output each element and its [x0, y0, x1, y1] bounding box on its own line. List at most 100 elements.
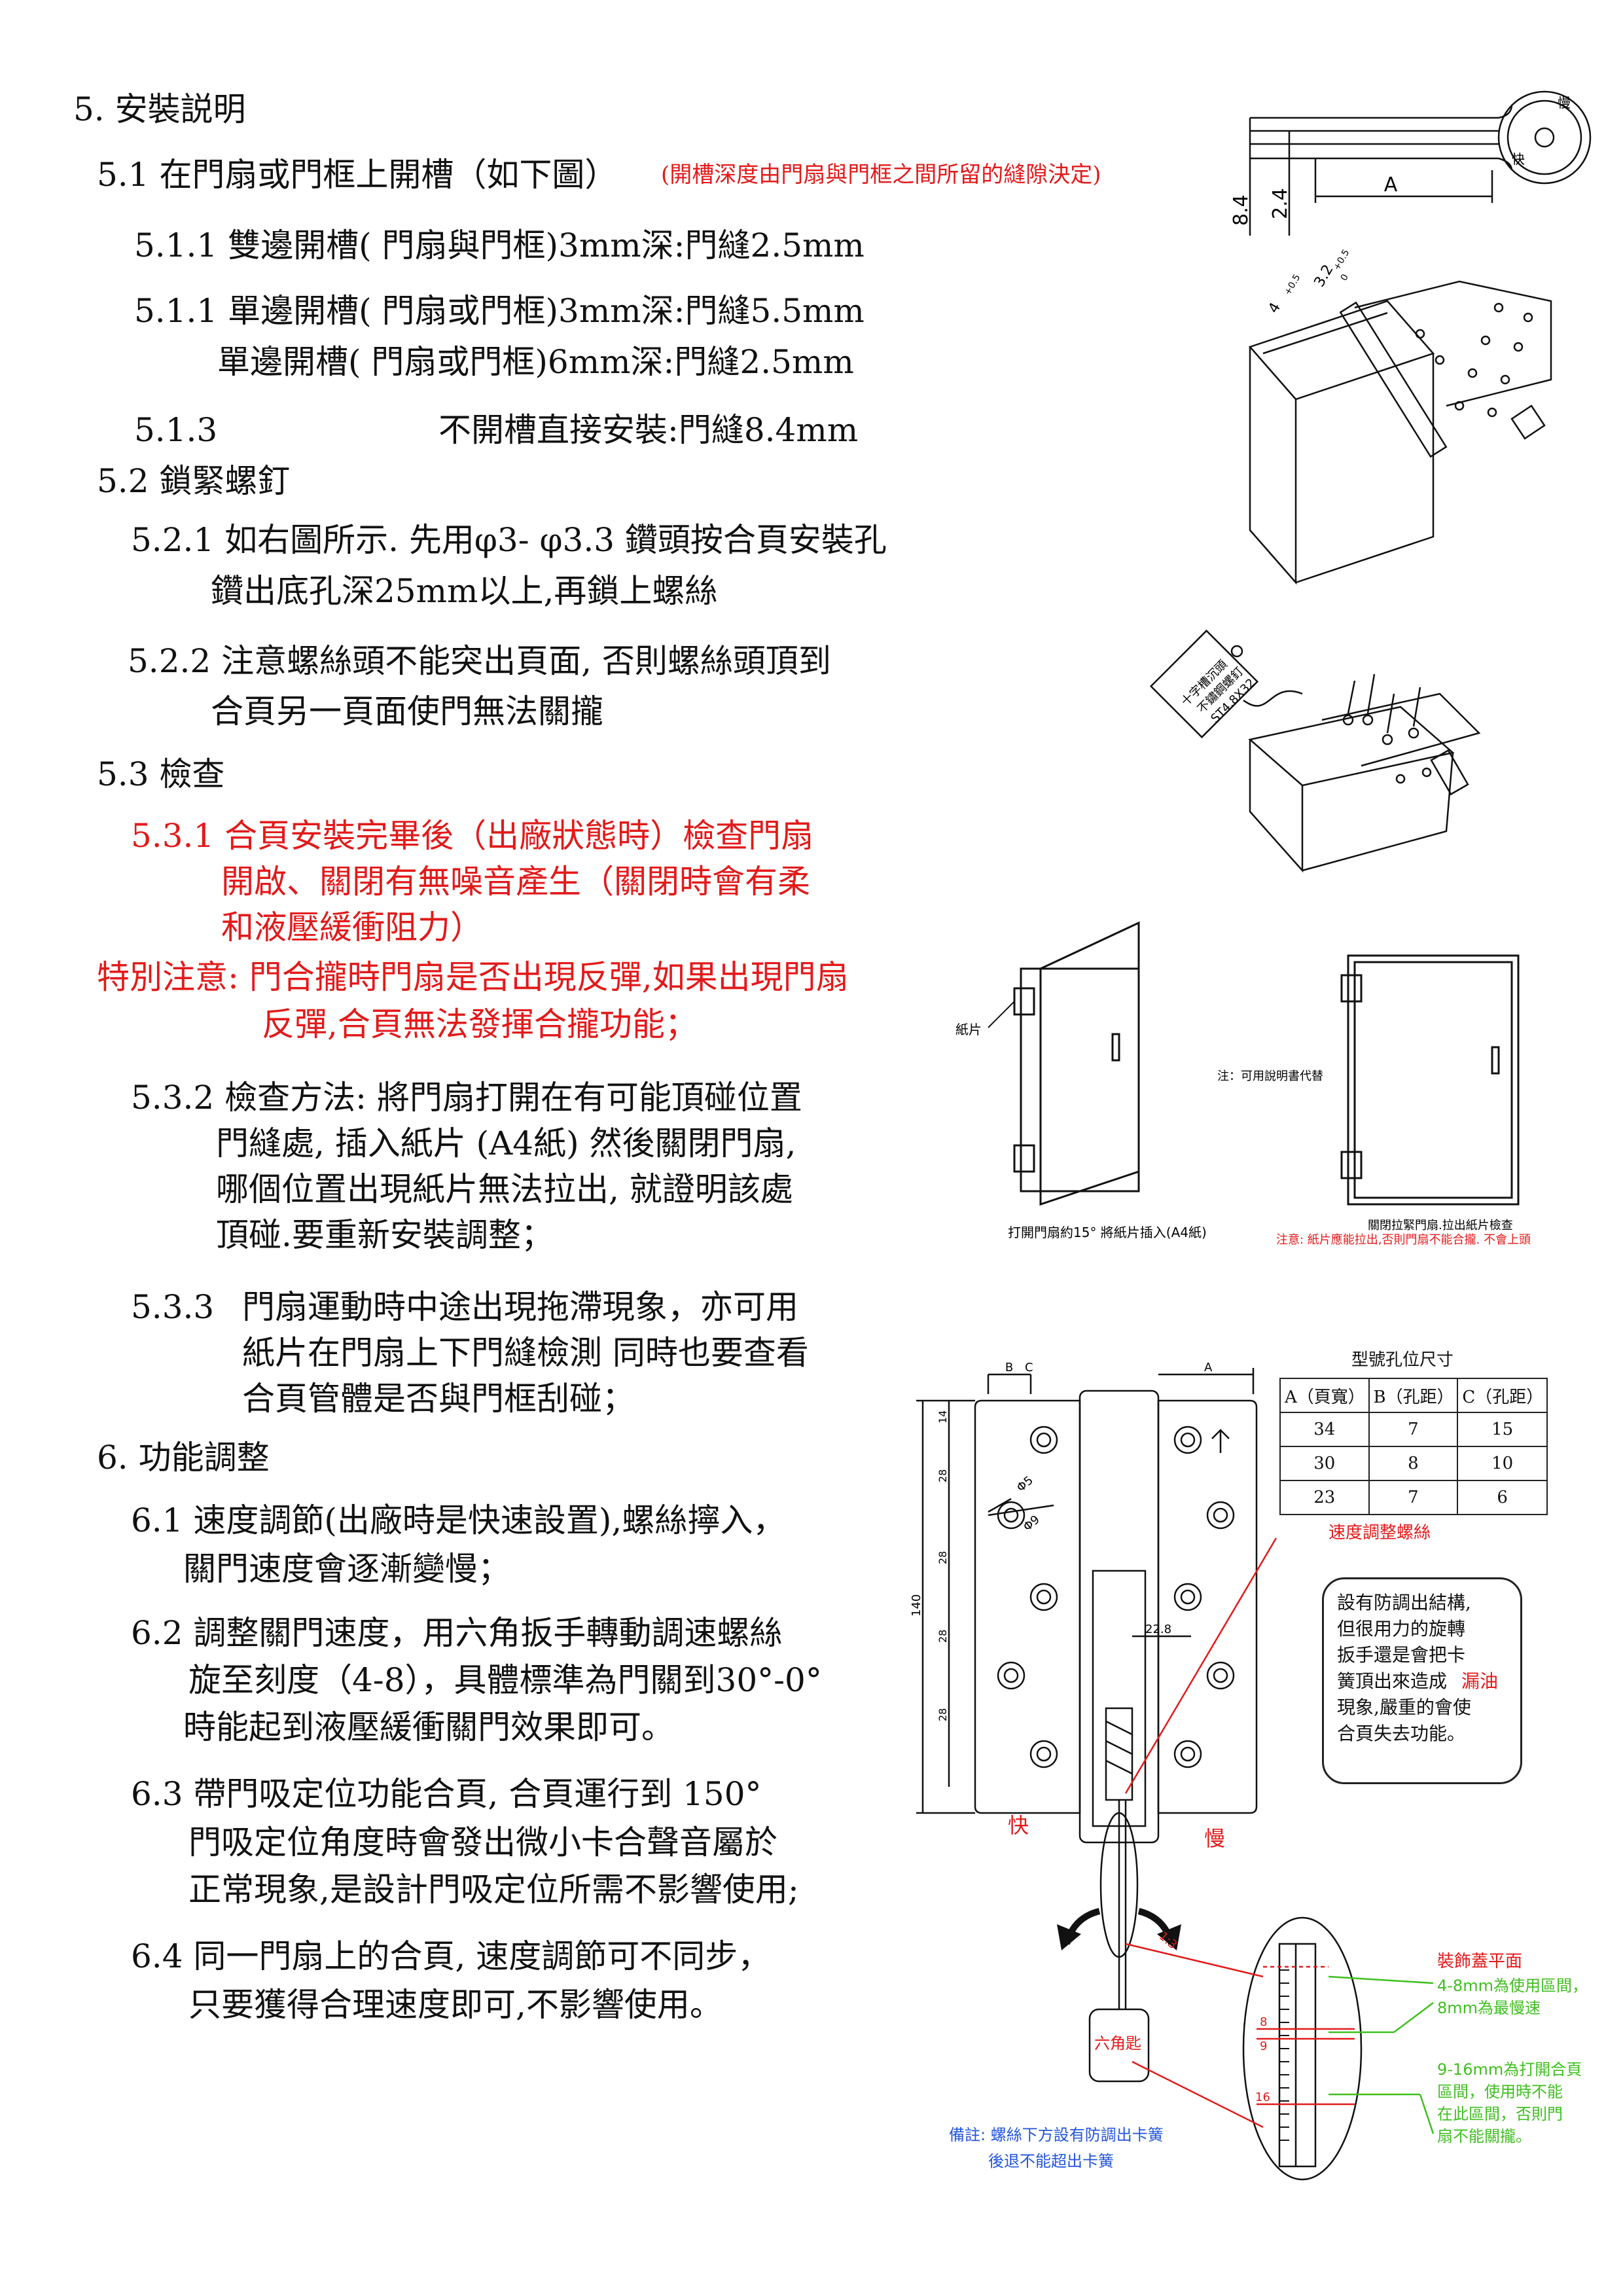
item-5-3-3-number: 5.3.3 [131, 1288, 215, 1326]
table-cell: 30 [1279, 1446, 1370, 1481]
item-6-4-line2: 只要獲得合理速度即可,不影響使用。 [188, 1986, 722, 2024]
use-range-line1: 4-8mm為使用區間， [1437, 1977, 1588, 1995]
use-range-line2: 8mm為最慢速 [1437, 1999, 1541, 2017]
dim-28: 28 [936, 1630, 949, 1643]
hinge-knuckle-dimension-figure: 慢 快 8.4 2.4 A [1230, 90, 1592, 236]
dim-4-plus: 4 [1266, 300, 1285, 316]
item-6-1-line1: 6.1 速度調節(出廠時是快速設置),螺絲擰入， [131, 1501, 786, 1539]
dim-140: 140 [910, 1594, 923, 1617]
table-row: 34 7 15 [1279, 1412, 1548, 1447]
bubble-line4-red: 漏油 [1461, 1670, 1499, 1692]
dim-fast-label: 快 [1512, 151, 1525, 167]
item-5-1-1-single-6mm: 單邊開槽( 門扇或門框)6mm深:門縫2.5mm [217, 343, 854, 381]
section-5-3-heading: 5.3 檢查 [97, 755, 225, 793]
table-cell: 23 [1279, 1480, 1370, 1515]
item-6-2-line3: 時能起到液壓緩衝關門效果即可。 [183, 1708, 674, 1746]
open-range-line1: 9-16mm為打開合頁 [1437, 2060, 1582, 2079]
open-range-line4: 扇不能關攏。 [1437, 2127, 1531, 2145]
middle-note: 注：可用說明書代替 [1217, 1069, 1323, 1083]
item-5-3-2-line3: 哪個位置出現紙片無法拉出, 就證明該處 [216, 1170, 793, 1208]
item-5-3-2-line2: 門縫處, 插入紙片 (A4紙) 然後關閉門扇, [216, 1124, 796, 1162]
dim-phi5: Φ5 [1014, 1473, 1036, 1495]
dim-2-4: 2.4 [1269, 188, 1292, 219]
table-cell: 7 [1368, 1412, 1459, 1447]
dim-28: 28 [936, 1469, 949, 1482]
item-5-3-1-line2: 開啟、關閉有無噪音產生（關閉時會有柔 [221, 863, 810, 901]
scale-8: 8 [1260, 2015, 1267, 2029]
bubble-line3: 扳手還是會把卡 [1337, 1644, 1466, 1666]
table-header: C（孔距） [1457, 1378, 1548, 1413]
bubble-line6: 合頁失去功能。 [1337, 1723, 1466, 1744]
item-5-1-3-text: 不開槽直接安裝:門縫8.4mm [438, 411, 859, 449]
dim-c: C [1025, 1361, 1033, 1374]
item-6-3-line2: 門吸定位角度時會發出微小卡合聲音屬於 [188, 1823, 777, 1861]
open-door-caption: 打開門扇約15° 將紙片插入(A4紙) [1008, 1225, 1207, 1240]
scale-9: 9 [1260, 2039, 1267, 2053]
table-cell: 8 [1368, 1446, 1459, 1481]
dim-28: 28 [936, 1708, 949, 1721]
dim-3-2-tol-plus: +0.5 [1332, 248, 1352, 272]
fast-label: 快 [1008, 1813, 1029, 1838]
scale-16: 16 [1255, 2090, 1270, 2104]
section-6-title: 6. 功能調整 [97, 1439, 270, 1477]
item-5-3-3-line1: 門扇運動時中途出現拖滯現象，亦可用 [242, 1288, 798, 1326]
item-6-4-line1: 6.4 同一門扇上的合頁, 速度調節可不同步， [131, 1937, 771, 1975]
table-cell: 7 [1368, 1480, 1459, 1515]
item-5-3-1-line1: 5.3.1 合頁安裝完畢後（出廠狀態時）檢查門扇 [131, 817, 814, 855]
item-5-3-3-line2: 紙片在門扇上下門縫檢測 同時也要查看 [242, 1334, 809, 1372]
table-header: A（頁寬） [1279, 1378, 1370, 1413]
screw-install-figure: 十字槽沉頭 不鏽鋼螺釘 ST4.8X32 [1149, 629, 1481, 873]
item-6-2-line2: 旋至刻度（4-8），具體標準為門關到30°-0° [188, 1661, 822, 1699]
hinge-slot-figure: 4 +0.5 3.2 +0.5 0 [1248, 248, 1552, 585]
note-line1: 備註: 螺絲下方設有防調出卡簧 [949, 2126, 1164, 2144]
table-cell: 10 [1457, 1446, 1548, 1481]
bubble-line4: 簧頂出來造成 [1337, 1670, 1448, 1692]
section-5-1-note: (開槽深度由門扇與門框之間所留的縫隙決定) [661, 162, 1101, 188]
bubble-line2: 但很用力的旋轉 [1337, 1618, 1466, 1640]
table-cell: 15 [1457, 1412, 1548, 1447]
hinge-speed-figure: B C A 140 14 28 28 28 28 22.8 Φ5 Φ9 速度調整… [910, 1361, 1588, 2181]
open-range-line3: 在此區間，否則門 [1437, 2105, 1563, 2123]
section-5-title: 5. 安裝説明 [73, 90, 246, 128]
item-6-1-line2: 關門速度會逐漸變慢； [183, 1550, 510, 1588]
bubble-line1: 設有防調出結構, [1337, 1592, 1471, 1613]
item-5-3-2-line4: 頂碰.要重新安裝調整； [216, 1216, 554, 1254]
table-row: 30 8 10 [1279, 1446, 1548, 1481]
item-5-1-1-single-3mm: 5.1.1 單邊開槽( 門扇或門框)3mm深:門縫5.5mm [134, 292, 865, 330]
dim-a: A [1384, 173, 1398, 196]
dim-8-4: 8.4 [1230, 194, 1253, 226]
cover-flat-label: 裝飾蓋平面 [1437, 1952, 1522, 1971]
item-6-2-line1: 6.2 調整關門速度，用六角扳手轉動調速螺絲 [131, 1614, 783, 1652]
item-5-2-2-line2: 合頁另一頁面使門無法關攏 [211, 692, 603, 730]
note-line2: 後退不能超出卡簧 [988, 2152, 1114, 2170]
item-5-3-2-line1: 5.3.2 檢查方法: 將門扇打開在有可能頂碰位置 [131, 1079, 802, 1117]
item-5-2-1-line2: 鑽出底孔深25mm以上,再鎖上螺絲 [211, 572, 718, 610]
section-5-2-heading: 5.2 鎖緊螺釘 [97, 462, 291, 500]
special-note-line1: 特別注意: 門合攏時門扇是否出現反彈,如果出現門扇 [97, 958, 849, 996]
table-header-row: A（頁寬） B（孔距） C（孔距） [1279, 1378, 1548, 1413]
bubble-line5: 現象,嚴重的會使 [1337, 1696, 1471, 1718]
item-5-3-3-line3: 合頁管體是否與門框刮碰； [242, 1380, 635, 1418]
item-5-2-2-line1: 5.2.2 注意螺絲頭不能突出頁面, 否則螺絲頭頂到 [128, 642, 831, 680]
item-5-2-1-line1: 5.2.1 如右圖所示. 先用φ3- φ3.3 鑽頭按合頁安裝孔 [131, 521, 887, 559]
dim-slow-label: 慢 [1558, 95, 1571, 111]
anti-adjust-warning-bubble: 設有防調出結構, 但很用力的旋轉 扳手還是會把卡 簧頂出來造成 漏油 現象,嚴重… [1322, 1577, 1522, 1784]
hole-table-title: 型號孔位尺寸 [1351, 1350, 1454, 1370]
item-5-1-3-number: 5.1.3 [134, 411, 218, 449]
item-5-1-1-double: 5.1.1 雙邊開槽( 門扇與門框)3mm深:門縫2.5mm [134, 226, 865, 264]
special-note-line2: 反彈,合頁無法發揮合攏功能； [262, 1005, 698, 1043]
item-6-3-line1: 6.3 帶門吸定位功能合頁, 合頁運行到 150° [131, 1775, 762, 1813]
paper-check-figure: 紙片 打開門扇約15° 將紙片插入(A4紙) 注：可用說明書代替 關閉拉緊門扇.… [955, 921, 1531, 1247]
item-5-3-1-line3: 和液壓緩衝阻力） [221, 908, 483, 946]
paper-label: 紙片 [955, 1022, 982, 1037]
open-range-line2: 區間，使用時不能 [1437, 2083, 1563, 2101]
closed-door-caption: 關閉拉緊門扇.拉出紙片檢查 [1368, 1219, 1513, 1232]
dim-22-8: 22.8 [1145, 1623, 1171, 1636]
closed-door-caption-red: 注意: 紙片應能拉出,否則門扇不能合攏. 不會上頭 [1276, 1232, 1531, 1247]
dim-b: B [1005, 1361, 1013, 1374]
table-row: 23 7 6 [1279, 1480, 1548, 1515]
slow-label: 慢 [1204, 1826, 1225, 1851]
hole-size-table: A（頁寬） B（孔距） C（孔距） 34 7 15 30 8 10 23 7 6 [1279, 1378, 1548, 1515]
dim-4-tol: +0.5 [1283, 273, 1303, 297]
table-header: B（孔距） [1368, 1378, 1459, 1413]
